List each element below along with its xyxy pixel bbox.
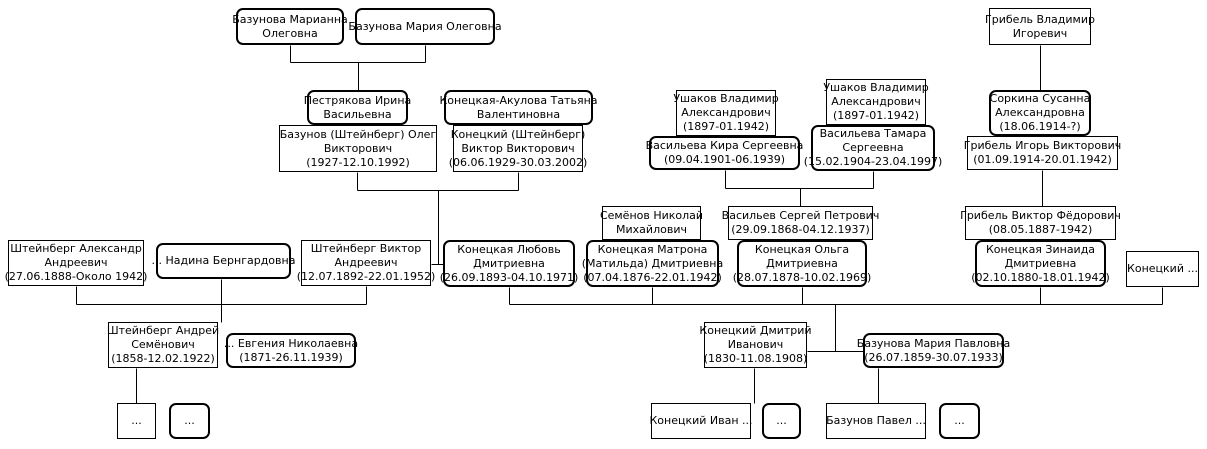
node-vasilyev-sergei[interactable]: Васильев Сергей Петрович(29.09.1868-04.1… <box>722 206 879 240</box>
node-konetsky-trunc[interactable]: Конецкий ... <box>1126 251 1199 287</box>
node-nadina[interactable]: ... Надина Бернгардовна <box>152 243 295 279</box>
node-konetskaya-matrona[interactable]: Конецкая Матрона(Матильда) Дмитриевна(07… <box>582 240 723 287</box>
node-unknown-2[interactable]: ... <box>169 403 210 439</box>
node-bazunova-maria-p[interactable]: Базунова Мария Павловна(26.07.1859-30.07… <box>857 333 1010 368</box>
node-gribel-igor[interactable]: Грибель Игорь Викторович(01.09.1914-20.0… <box>964 136 1121 170</box>
node-gribel-viktor[interactable]: Грибель Виктор Фёдорович(08.05.1887-1942… <box>960 206 1121 240</box>
node-bazunov-pavel[interactable]: Базунов Павел ... <box>826 403 926 439</box>
node-unknown-3[interactable]: ... <box>762 403 801 439</box>
node-evgenia[interactable]: ... Евгения Николаевна(1871-26.11.1939) <box>224 333 358 368</box>
node-vasilyeva-kira[interactable]: Васильева Кира Сергеевна(09.04.1901-06.1… <box>646 136 803 170</box>
node-unknown-4[interactable]: ... <box>939 403 980 439</box>
node-konetsky-viktor[interactable]: Конецкий (Штейнберг)Виктор Викторович(06… <box>449 125 587 172</box>
node-konetsky-ivan[interactable]: Конецкий Иван ... <box>649 403 753 439</box>
node-unknown-1[interactable]: ... <box>117 403 156 439</box>
node-bazunova-maria-o[interactable]: Базунова Мария Олеговна <box>348 8 502 45</box>
